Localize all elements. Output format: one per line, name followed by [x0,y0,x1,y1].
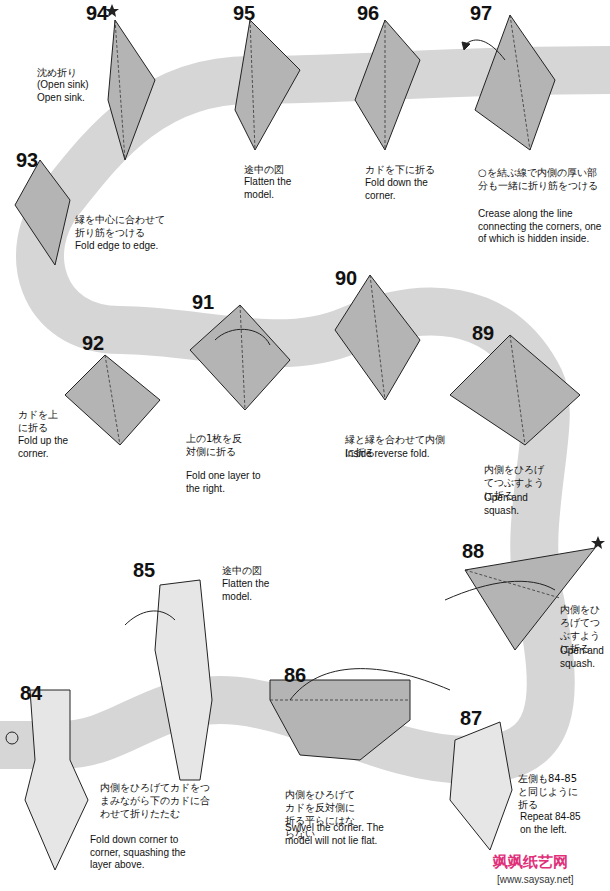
instruction-english: Open sink. [37,92,105,105]
instruction-japanese: 内側をひろげてカドをつまみながら下のカドに合わせて折りたたむ [100,781,215,820]
watermark-url: [www.saysay.net] [497,874,574,885]
instruction-japanese: 沈め折り [37,66,105,79]
instruction-english: Fold down the corner. [365,177,455,202]
crease-lines [105,15,560,700]
step-number: 96 [357,3,379,23]
instruction-japanese: 途中の図 [244,163,306,176]
step-number: 89 [472,323,494,343]
instruction-english: Fold up the corner. [18,435,73,460]
instruction-english: Open and squash. [484,492,546,517]
step-number: 85 [133,560,155,580]
step-number: 93 [16,150,38,170]
folded-models [15,15,595,870]
instruction-english: Fold one layer to the right. [186,470,264,495]
instruction-japanese: 左側も84-85と同じように折る [518,772,580,811]
instruction-japanese: 途中の図 [222,564,284,577]
instruction-english: Fold edge to edge. [75,240,170,253]
step-number: 94 [86,3,108,23]
instruction-english: Swivel the corner. The model will not li… [285,822,385,847]
step-number: 92 [82,333,104,353]
instruction-english: Inside reverse fold. [345,448,455,461]
instruction-japanese: 縁を中心に合わせて折り筋をつける [75,213,170,239]
star-marks [105,4,605,549]
instruction-english: Crease along the line connecting the cor… [478,208,604,246]
step-number: 86 [284,665,306,685]
step-number: 95 [233,3,255,23]
step-number: 91 [192,292,214,312]
instruction-english: Open and squash. [560,645,606,670]
instruction-japanese: カドを上に折る [18,408,66,434]
instruction-japanese: 上の1枚を反対側に折る [186,432,252,458]
instruction-japanese: ○を結ぶ線で内側の厚い部分も一緒に折り筋をつける [478,166,604,192]
fold-arrows [6,40,555,744]
step-number: 88 [462,541,484,561]
watermark: 飒飒纸艺网 [493,853,568,872]
instruction-english: Fold down corner to corner, squashing th… [90,834,210,872]
instruction-english: (Open sink) [37,79,105,92]
step-number: 97 [470,3,492,23]
instruction-english: Flatten the model. [244,176,306,201]
instruction-english: Repeat 84-85 on the left. [520,811,586,836]
guide-band [0,70,610,760]
step-number: 90 [335,268,357,288]
step-number: 87 [460,708,482,728]
step-number: 84 [20,683,42,703]
instruction-japanese: カドを下に折る [365,163,455,176]
instruction-english: Flatten the model. [222,578,284,603]
